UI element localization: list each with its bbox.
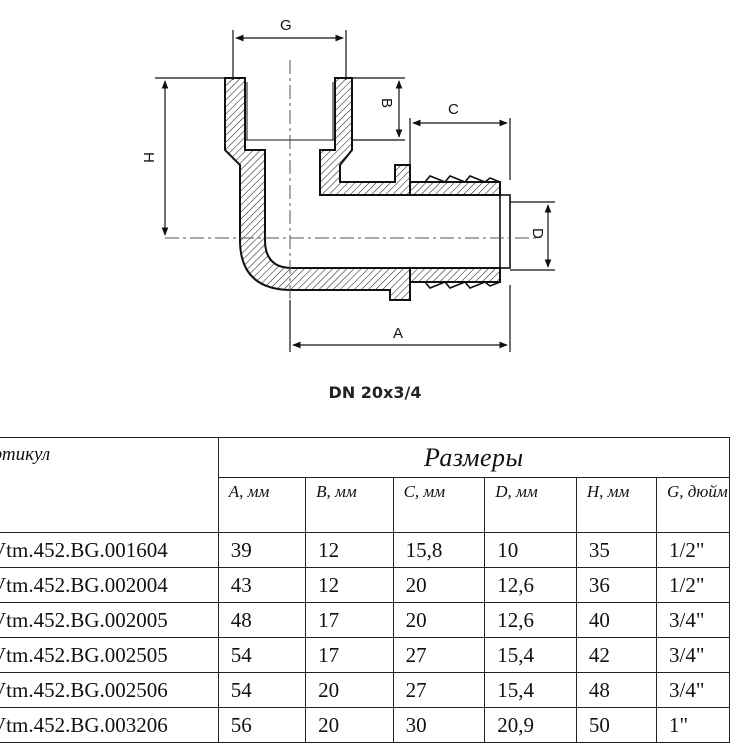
value-cell-g: 1/2" <box>656 532 730 568</box>
center-lines <box>165 60 540 350</box>
value-cell-a: 39 <box>217 532 307 568</box>
value-cell-h: 36 <box>575 567 658 603</box>
value-cell-a: 54 <box>217 637 307 673</box>
value-cell-d: 12,6 <box>484 602 577 638</box>
table-row: Vtm.452.BG.002506 54 20 27 15,4 48 3/4" <box>0 672 730 708</box>
value-cell-a: 43 <box>217 567 307 603</box>
value-cell-g: 3/4" <box>656 672 730 708</box>
value-cell-c: 15,8 <box>392 532 486 568</box>
value-cell-h: 35 <box>575 532 658 568</box>
value-cell-g: 3/4" <box>656 602 730 638</box>
dimensions-group-header: Размеры <box>217 436 731 479</box>
value-cell-h: 48 <box>575 672 658 708</box>
value-cell-b: 20 <box>305 707 394 743</box>
col-header-g: G, дюйм <box>656 477 730 533</box>
article-header: Артикул <box>0 437 219 533</box>
value-cell-h: 50 <box>575 707 658 743</box>
value-cell-a: 54 <box>217 672 307 708</box>
value-cell-b: 17 <box>305 602 394 638</box>
spec-table: Артикул Размеры A, мм B, мм C, мм D, мм … <box>0 436 731 743</box>
value-cell-a: 56 <box>217 707 307 743</box>
drawing-caption: DN 20x3/4 <box>328 383 422 402</box>
dim-label-b: B <box>378 98 395 108</box>
article-cell: Vtm.452.BG.002004 <box>0 567 219 603</box>
value-cell-h: 40 <box>575 602 658 638</box>
col-header-d: D, мм <box>484 477 577 533</box>
table-row: Vtm.452.BG.003206 56 20 30 20,9 50 1" <box>0 707 730 743</box>
value-cell-c: 27 <box>392 637 486 673</box>
value-cell-d: 15,4 <box>484 672 577 708</box>
value-cell-d: 10 <box>484 532 577 568</box>
value-cell-b: 17 <box>305 637 394 673</box>
article-cell: Vtm.452.BG.001604 <box>0 532 219 568</box>
fitting-drawing: G B C H D A <box>140 17 555 352</box>
dim-label-g: G <box>280 17 292 34</box>
col-header-h: H, мм <box>575 477 658 533</box>
value-cell-g: 3/4" <box>656 637 730 673</box>
article-header-text: Артикул <box>0 444 51 465</box>
value-cell-g: 1/2" <box>656 567 730 603</box>
value-cell-b: 12 <box>305 532 394 568</box>
col-header-c: C, мм <box>392 477 486 533</box>
table-row: Vtm.452.BG.001604 39 12 15,8 10 35 1/2" <box>0 532 730 568</box>
dim-label-a: A <box>393 325 403 342</box>
barb-profile <box>424 175 511 289</box>
col-header-a: A, мм <box>217 477 307 533</box>
table-row: Vtm.452.BG.002005 48 17 20 12,6 40 3/4" <box>0 602 730 638</box>
dim-label-d: D <box>529 228 546 239</box>
value-cell-d: 20,9 <box>484 707 577 743</box>
article-cell: Vtm.452.BG.002506 <box>0 672 219 708</box>
table-row: Vtm.452.BG.002004 43 12 20 12,6 36 1/2" <box>0 567 730 603</box>
value-cell-c: 27 <box>392 672 486 708</box>
article-cell: Vtm.452.BG.002005 <box>0 602 219 638</box>
col-header-b: B, мм <box>305 477 394 533</box>
dimension-lines <box>155 30 555 352</box>
value-cell-b: 20 <box>305 672 394 708</box>
value-cell-d: 12,6 <box>484 567 577 603</box>
value-cell-h: 42 <box>575 637 658 673</box>
dim-label-h: H <box>140 152 157 163</box>
value-cell-c: 20 <box>392 567 486 603</box>
value-cell-c: 20 <box>392 602 486 638</box>
value-cell-a: 48 <box>217 602 307 638</box>
value-cell-b: 12 <box>305 567 394 603</box>
value-cell-d: 15,4 <box>484 637 577 673</box>
table-row: Vtm.452.BG.002505 54 17 27 15,4 42 3/4" <box>0 637 730 673</box>
value-cell-g: 1" <box>656 707 730 743</box>
article-cell: Vtm.452.BG.003206 <box>0 707 219 743</box>
dim-label-c: C <box>448 101 459 118</box>
article-cell: Vtm.452.BG.002505 <box>0 637 219 673</box>
value-cell-c: 30 <box>392 707 486 743</box>
